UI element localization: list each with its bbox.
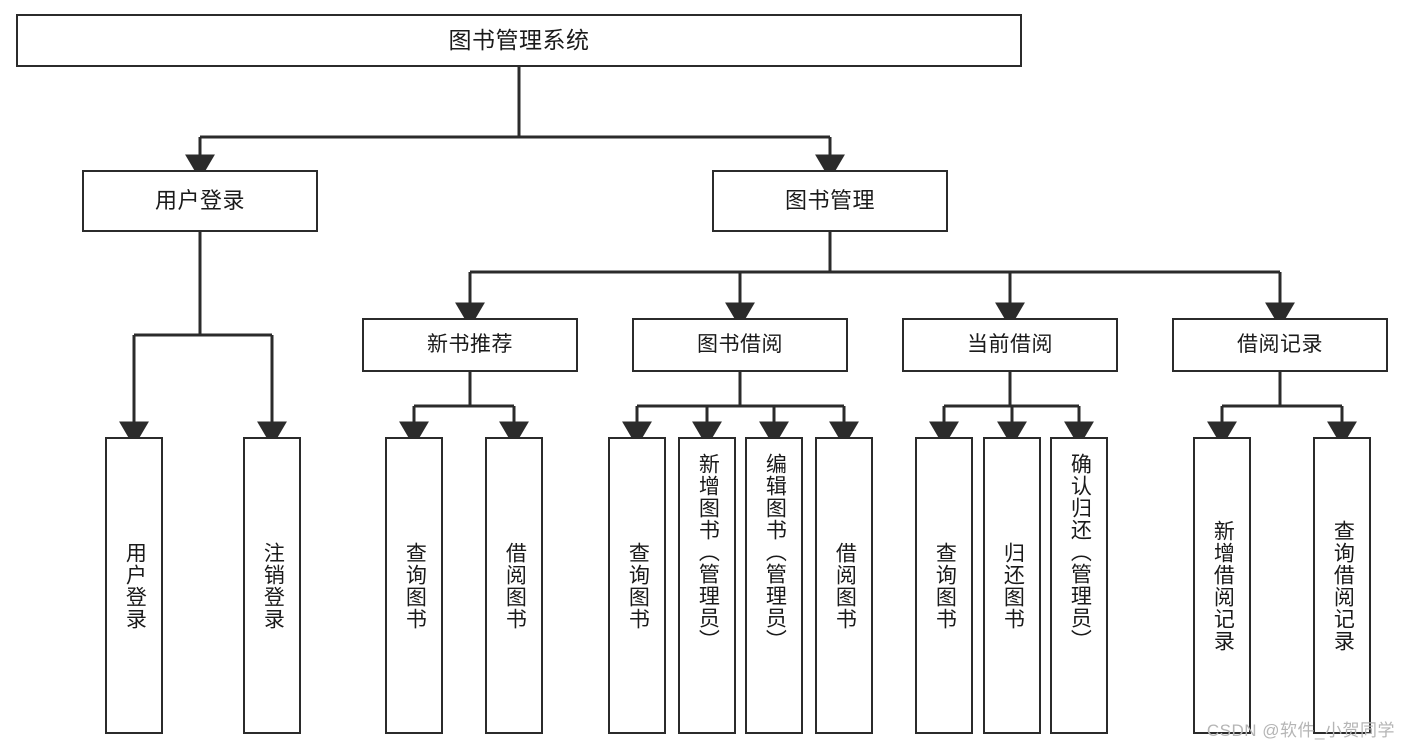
leaf-node[interactable]: 查询图书 [385, 437, 443, 734]
leaf-node-label: 查询图书 [933, 541, 957, 630]
leaf-node-label: 编辑图书（管理员） [763, 453, 787, 651]
leaf-node[interactable]: 借阅图书 [815, 437, 873, 734]
leaf-node[interactable]: 查询借阅记录 [1313, 437, 1371, 734]
leaf-node[interactable]: 新增图书（管理员） [678, 437, 736, 734]
leaf-node[interactable]: 确认归还（管理员） [1050, 437, 1108, 734]
leaf-node[interactable]: 归还图书 [983, 437, 1041, 734]
node-new-book-recommend-label: 新书推荐 [427, 333, 513, 357]
leaf-node-label: 查询借阅记录 [1331, 519, 1355, 652]
leaf-node-label: 用户登录 [123, 541, 147, 630]
node-book-borrow-label: 图书借阅 [697, 333, 783, 357]
leaf-node-label: 借阅图书 [833, 541, 857, 630]
leaf-node[interactable]: 查询图书 [915, 437, 973, 734]
leaf-node-label: 注销登录 [261, 541, 285, 630]
node-root[interactable]: 图书管理系统 [16, 14, 1022, 67]
leaf-node-label: 新增借阅记录 [1211, 519, 1235, 652]
node-book-management[interactable]: 图书管理 [712, 170, 948, 232]
leaf-node-label: 查询图书 [626, 541, 650, 630]
leaf-node[interactable]: 借阅图书 [485, 437, 543, 734]
node-user-login[interactable]: 用户登录 [82, 170, 318, 232]
node-user-login-label: 用户登录 [154, 187, 245, 213]
leaf-node[interactable]: 新增借阅记录 [1193, 437, 1251, 734]
leaf-node[interactable]: 用户登录 [105, 437, 163, 734]
csdn-watermark: CSDN @软件_小贺同学 [1206, 721, 1395, 740]
leaf-node-label: 借阅图书 [503, 541, 527, 630]
leaf-node[interactable]: 查询图书 [608, 437, 666, 734]
leaf-node-label: 新增图书（管理员） [696, 453, 720, 651]
node-borrow-records-label: 借阅记录 [1237, 333, 1323, 357]
leaf-node[interactable]: 编辑图书（管理员） [745, 437, 803, 734]
leaf-node-label: 查询图书 [403, 541, 427, 630]
leaf-node-label: 确认归还（管理员） [1068, 453, 1092, 651]
node-book-management-label: 图书管理 [784, 187, 875, 213]
node-current-borrow-label: 当前借阅 [967, 333, 1053, 357]
leaf-node-label: 归还图书 [1001, 541, 1025, 630]
leaf-node[interactable]: 注销登录 [243, 437, 301, 734]
node-book-borrow[interactable]: 图书借阅 [632, 318, 848, 372]
node-current-borrow[interactable]: 当前借阅 [902, 318, 1118, 372]
node-new-book-recommend[interactable]: 新书推荐 [362, 318, 578, 372]
node-borrow-records[interactable]: 借阅记录 [1172, 318, 1388, 372]
node-root-label: 图书管理系统 [448, 26, 590, 53]
